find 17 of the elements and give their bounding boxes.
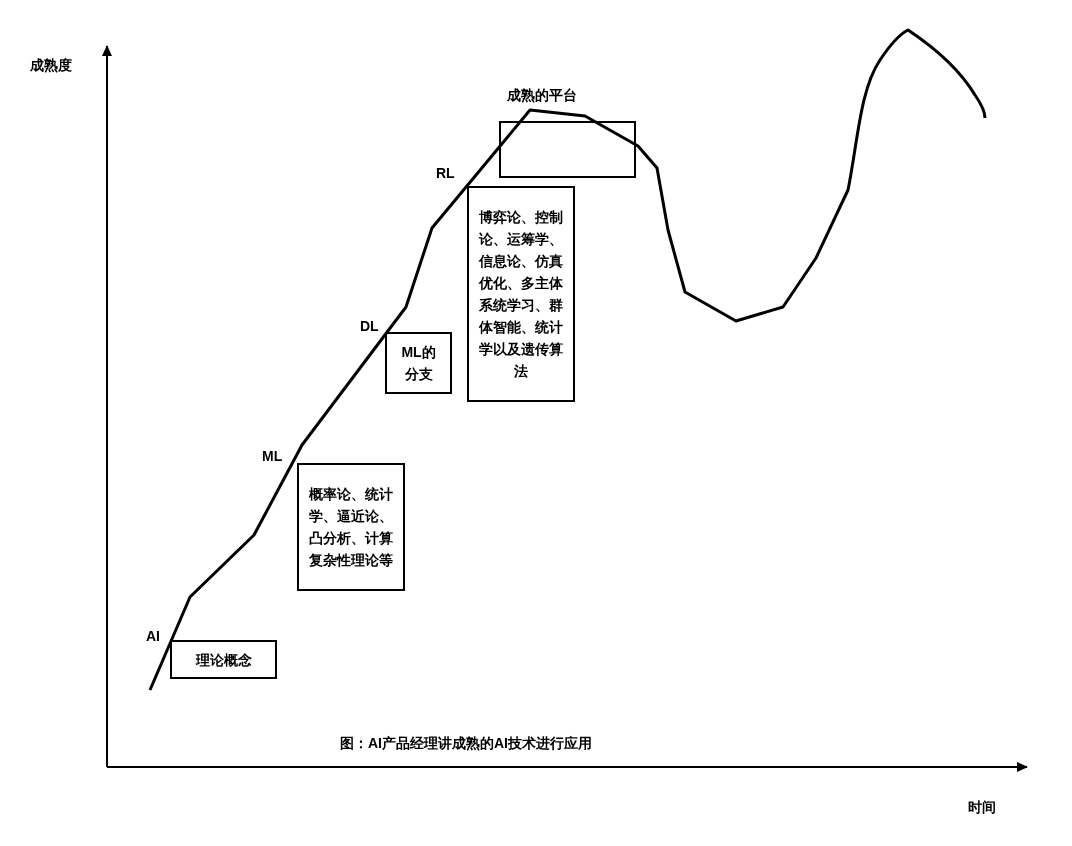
text-box xyxy=(170,640,277,679)
text-box xyxy=(297,463,405,591)
axis-title: 成熟度 xyxy=(30,57,72,75)
curve-label: 成熟的平台 xyxy=(507,87,577,105)
point-label: AI xyxy=(146,628,160,644)
point-label: ML xyxy=(262,448,283,464)
point-label: RL xyxy=(436,165,455,181)
empty-box xyxy=(499,121,636,178)
box-text: 理论概念 xyxy=(195,650,252,670)
text-box xyxy=(385,332,452,394)
text-box xyxy=(467,186,575,402)
axis-title: 时间 xyxy=(968,799,996,817)
box-text: ML的分支 xyxy=(400,343,437,384)
box-text: 博弈论、控制论、运筹学、信息论、仿真优化、多主体系统学习、群体智能、统计学以及遗传算法 xyxy=(478,208,564,381)
point-label: DL xyxy=(360,318,379,334)
figure-caption: 图：AI产品经理讲成熟的AI技术进行应用 xyxy=(340,735,592,753)
box-text: 概率论、统计学、逼近论、凸分析、计算复杂性理论等 xyxy=(308,485,394,570)
